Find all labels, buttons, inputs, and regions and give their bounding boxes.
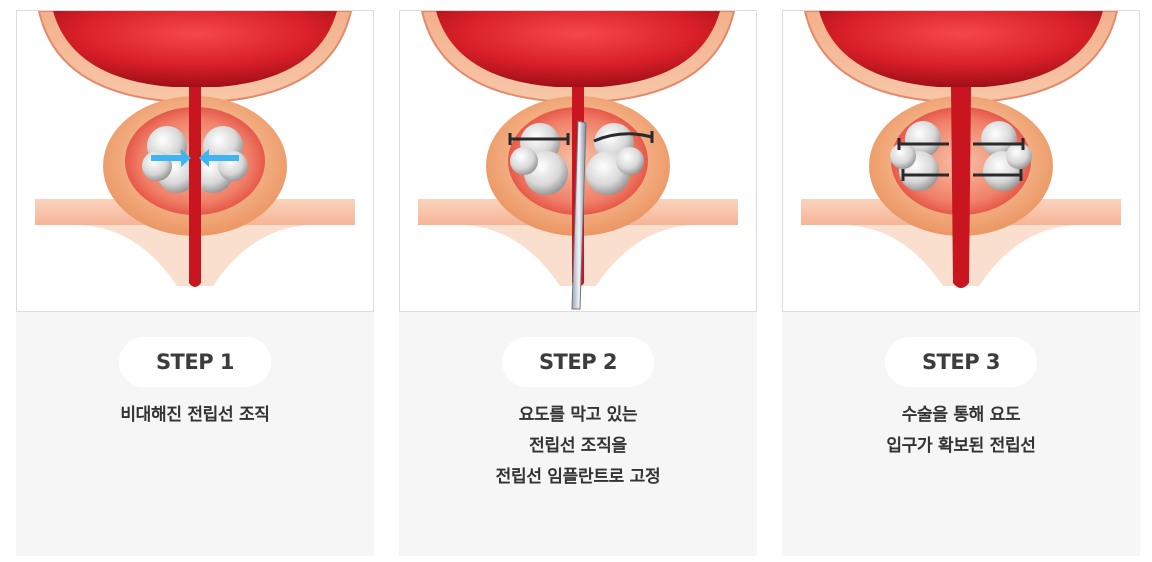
- step-caption-panel: STEP 2 요도를 막고 있는 전립선 조직을 전립선 임플란트로 고정: [399, 312, 757, 556]
- compression-arrows-icon: [151, 149, 239, 167]
- step-card-1: STEP 1 비대해진 전립선 조직: [16, 10, 374, 556]
- description-line: 비대해진 전립선 조직: [120, 405, 270, 425]
- tissue-left: [890, 121, 941, 191]
- description-line: 수술을 통해 요도: [901, 405, 1021, 425]
- step-badge: STEP 2: [502, 337, 654, 387]
- description-line: 요도를 막고 있는: [518, 405, 638, 425]
- step-caption-panel: STEP 3 수술을 통해 요도 입구가 확보된 전립선: [782, 312, 1140, 556]
- tissue-right: [981, 121, 1032, 191]
- prostate-implant-illustration: [399, 10, 757, 312]
- implant-icon: [508, 131, 654, 145]
- step-card-2: STEP 2 요도를 막고 있는 전립선 조직을 전립선 임플란트로 고정: [399, 10, 757, 556]
- needle-icon: [571, 120, 587, 310]
- step-description: 요도를 막고 있는 전립선 조직을 전립선 임플란트로 고정: [399, 400, 757, 493]
- step-description: 수술을 통해 요도 입구가 확보된 전립선: [782, 400, 1140, 462]
- tissue-left: [510, 123, 568, 195]
- description-line: 입구가 확보된 전립선: [886, 436, 1036, 456]
- step-badge: STEP 3: [885, 337, 1037, 387]
- step-badge: STEP 1: [119, 337, 271, 387]
- prostate-opened-illustration: [782, 10, 1140, 312]
- prostate-enlarged-illustration: [16, 10, 374, 312]
- step-caption-panel: STEP 1 비대해진 전립선 조직: [16, 312, 374, 556]
- description-line: 전립선 조직을: [529, 436, 627, 456]
- step-card-3: STEP 3 수술을 통해 요도 입구가 확보된 전립선: [782, 10, 1140, 556]
- step-description: 비대해진 전립선 조직: [16, 400, 374, 431]
- implant-icon: [897, 138, 1025, 181]
- description-line: 전립선 임플란트로 고정: [495, 467, 661, 487]
